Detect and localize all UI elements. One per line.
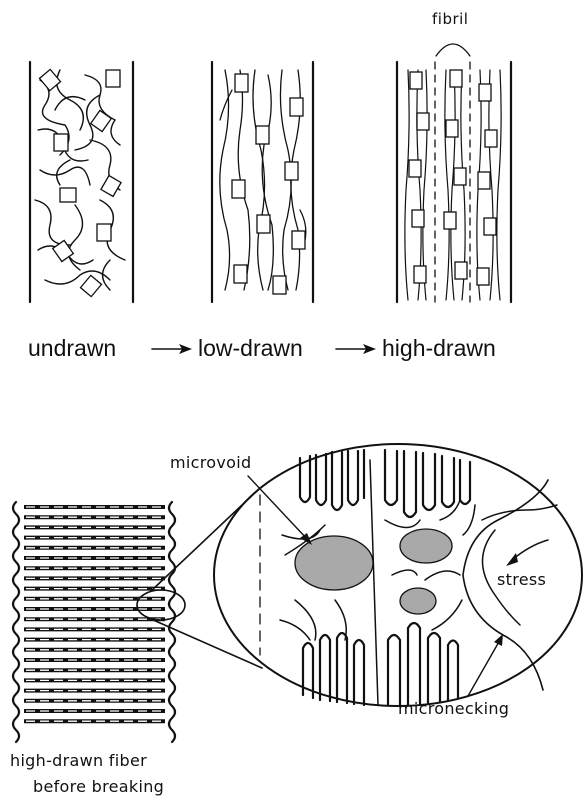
stage-label-low-drawn: low-drawn xyxy=(198,335,303,361)
stress-arrow xyxy=(506,540,548,566)
fiber-left-edge xyxy=(13,502,19,742)
micronecking-pointer xyxy=(468,634,503,696)
bottom-lamellae xyxy=(303,623,458,705)
microvoid-large xyxy=(295,536,373,590)
stage-sequence: undrawn low-drawn high-drawn xyxy=(28,335,496,361)
microvoid-label: microvoid xyxy=(170,453,251,472)
fiber-caption-line2: before breaking xyxy=(33,777,164,796)
low-drawn-fiber-panel xyxy=(212,62,313,302)
stress-label: stress xyxy=(497,570,546,589)
arrow-2 xyxy=(336,344,376,354)
undrawn-crystallites xyxy=(39,69,121,296)
stage-label-undrawn: undrawn xyxy=(28,335,116,361)
fiber-right-edge xyxy=(169,502,175,742)
fiber-caption-line1: high-drawn fiber xyxy=(10,751,147,770)
top-lamellae xyxy=(300,450,470,517)
microvoid-pointer xyxy=(248,476,312,545)
fiber-fibrils xyxy=(24,507,165,721)
microvoid-lower-right xyxy=(400,588,436,614)
fibril-bracket xyxy=(436,44,470,56)
fibril-label: fibril xyxy=(432,10,468,28)
microvoid-upper-right xyxy=(400,529,452,563)
arrow-1 xyxy=(152,344,192,354)
high-drawn-fiber-panel: fibril xyxy=(397,10,511,302)
undrawn-fiber-panel xyxy=(30,62,133,302)
micronecking-label: micronecking xyxy=(398,699,509,718)
high-drawn-fiber xyxy=(13,502,175,742)
stage-label-high-drawn: high-drawn xyxy=(382,335,496,361)
